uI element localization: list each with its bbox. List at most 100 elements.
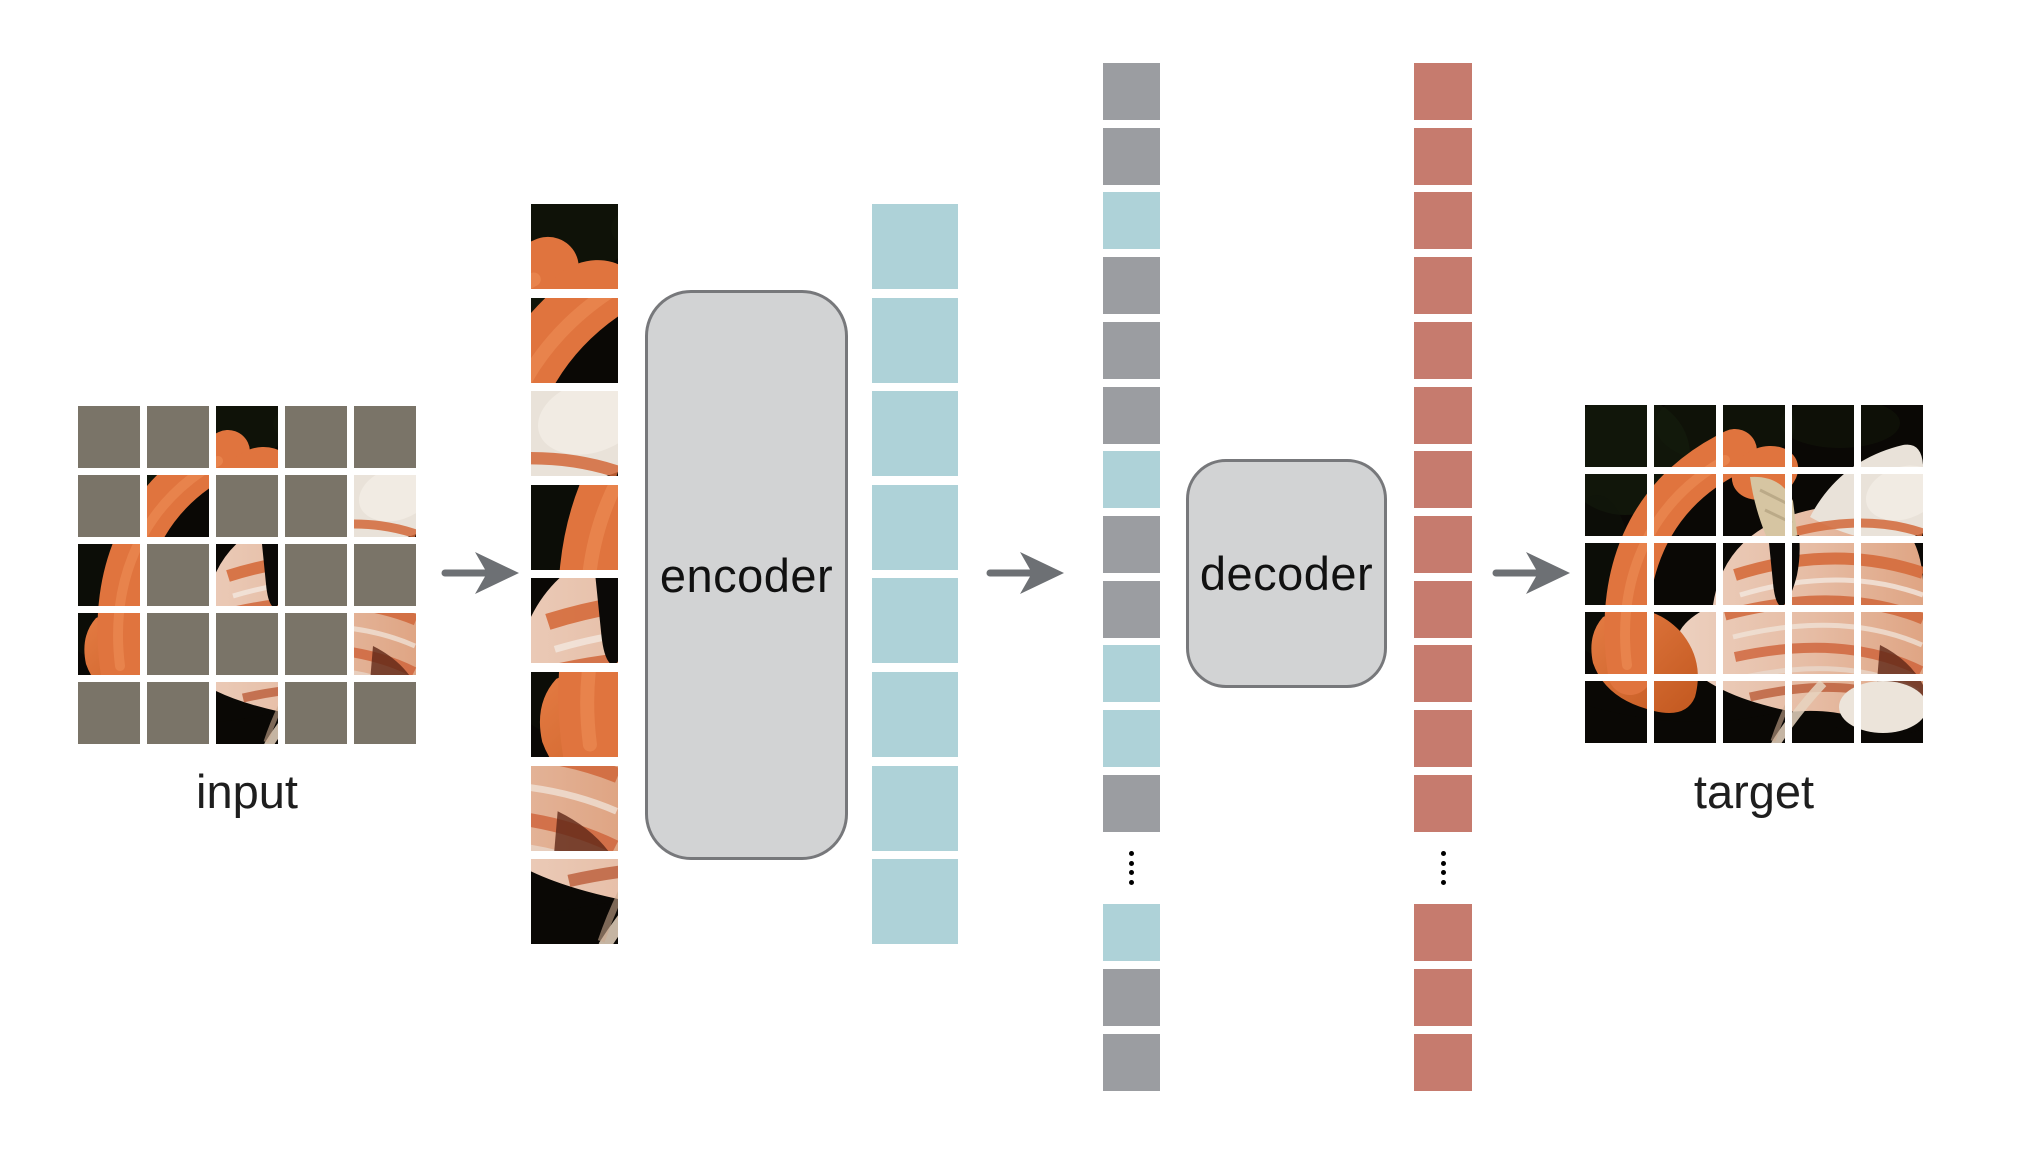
decoded-token (1414, 192, 1472, 250)
encoded-token (1103, 710, 1160, 767)
input-visible-patch (216, 682, 278, 744)
input-visible-patch (78, 613, 140, 675)
input-image-grid (78, 406, 416, 744)
decoded-token (1414, 63, 1472, 120)
target-label: target (1693, 765, 1815, 818)
decoder-box: decoder (1186, 459, 1387, 688)
target-patch (1654, 543, 1716, 605)
target-patch (1792, 681, 1854, 743)
input-masked-patch (147, 406, 209, 468)
encoded-token (872, 391, 958, 477)
decoded-token (1414, 515, 1472, 573)
target-patch (1723, 681, 1785, 743)
mask-token (1103, 63, 1160, 120)
decoded-token (1414, 968, 1472, 1026)
patch-thumbnail (531, 859, 618, 944)
input-masked-patch (354, 406, 416, 468)
target-patch (1585, 405, 1647, 467)
mask-token (1103, 386, 1160, 444)
target-patch (1792, 474, 1854, 536)
input-masked-patch (285, 613, 347, 675)
mask-token (1103, 321, 1160, 379)
encoded-token (872, 765, 958, 851)
encoded-token (1103, 904, 1160, 962)
decoded-token (1414, 645, 1472, 703)
decoder-label: decoder (1199, 547, 1374, 600)
ellipsis-dots (1103, 839, 1160, 896)
input-masked-patch (285, 544, 347, 606)
decoded-token (1414, 127, 1472, 185)
target-patch (1654, 681, 1716, 743)
input-masked-patch (285, 475, 347, 537)
decoded-token (1414, 451, 1472, 509)
input-visible-patch (216, 406, 278, 468)
target-patch (1792, 612, 1854, 674)
target-patch (1792, 543, 1854, 605)
encoder-label: encoder (659, 548, 834, 602)
input-visible-patch (354, 475, 416, 537)
patch-thumbnail (531, 766, 618, 851)
mask-token (1103, 580, 1160, 638)
input-label: input (196, 765, 298, 818)
patch-thumbnail (531, 391, 618, 476)
mask-token (1103, 257, 1160, 315)
mask-token (1103, 127, 1160, 185)
input-visible-patch (78, 544, 140, 606)
target-patch (1654, 405, 1716, 467)
encoded-token (872, 297, 958, 383)
decoded-token (1414, 321, 1472, 379)
patch-thumbnail (531, 672, 618, 757)
target-patch (1654, 612, 1716, 674)
decoded-token (1414, 257, 1472, 315)
encoded-token (1103, 451, 1160, 509)
decoded-token (1414, 774, 1472, 832)
input-visible-patch (147, 475, 209, 537)
target-patch (1861, 474, 1923, 536)
encoded-token (872, 859, 958, 945)
input-masked-patch (216, 613, 278, 675)
patch-thumbnail (531, 485, 618, 570)
target-patch (1585, 474, 1647, 536)
target-patch (1723, 474, 1785, 536)
encoded-token (1103, 645, 1160, 703)
input-masked-patch (216, 475, 278, 537)
target-patch (1585, 612, 1647, 674)
encoded-token (872, 578, 958, 664)
target-patch (1723, 612, 1785, 674)
mask-token (1103, 968, 1160, 1026)
encoded-token (872, 204, 958, 289)
encoded-token (1103, 192, 1160, 250)
input-masked-patch (285, 406, 347, 468)
encoder-box: encoder (645, 290, 848, 860)
mask-token (1103, 515, 1160, 573)
arrow-encoder-to-decoder (986, 549, 1066, 597)
input-visible-patch (216, 544, 278, 606)
patch-thumbnail (531, 578, 618, 663)
target-patch (1723, 405, 1785, 467)
target-patch (1861, 612, 1923, 674)
arrow-decoder-to-target (1492, 549, 1572, 597)
target-patch (1654, 474, 1716, 536)
decoded-token (1414, 1033, 1472, 1091)
decoded-token (1414, 710, 1472, 767)
encoded-token (872, 672, 958, 757)
target-patch (1723, 543, 1785, 605)
patch-thumbnail (531, 204, 618, 289)
input-masked-patch (78, 475, 140, 537)
input-masked-patch (147, 544, 209, 606)
target-patch (1585, 681, 1647, 743)
encoded-token (872, 484, 958, 570)
arrow-input-to-patches (441, 549, 521, 597)
patch-thumbnail (531, 298, 618, 383)
input-masked-patch (147, 682, 209, 744)
mask-token (1103, 774, 1160, 832)
input-masked-patch (78, 682, 140, 744)
target-patch (1585, 543, 1647, 605)
input-masked-patch (354, 544, 416, 606)
target-patch (1861, 543, 1923, 605)
target-patch (1861, 405, 1923, 467)
input-masked-patch (354, 682, 416, 744)
decoded-token (1414, 904, 1472, 962)
decoded-token (1414, 580, 1472, 638)
